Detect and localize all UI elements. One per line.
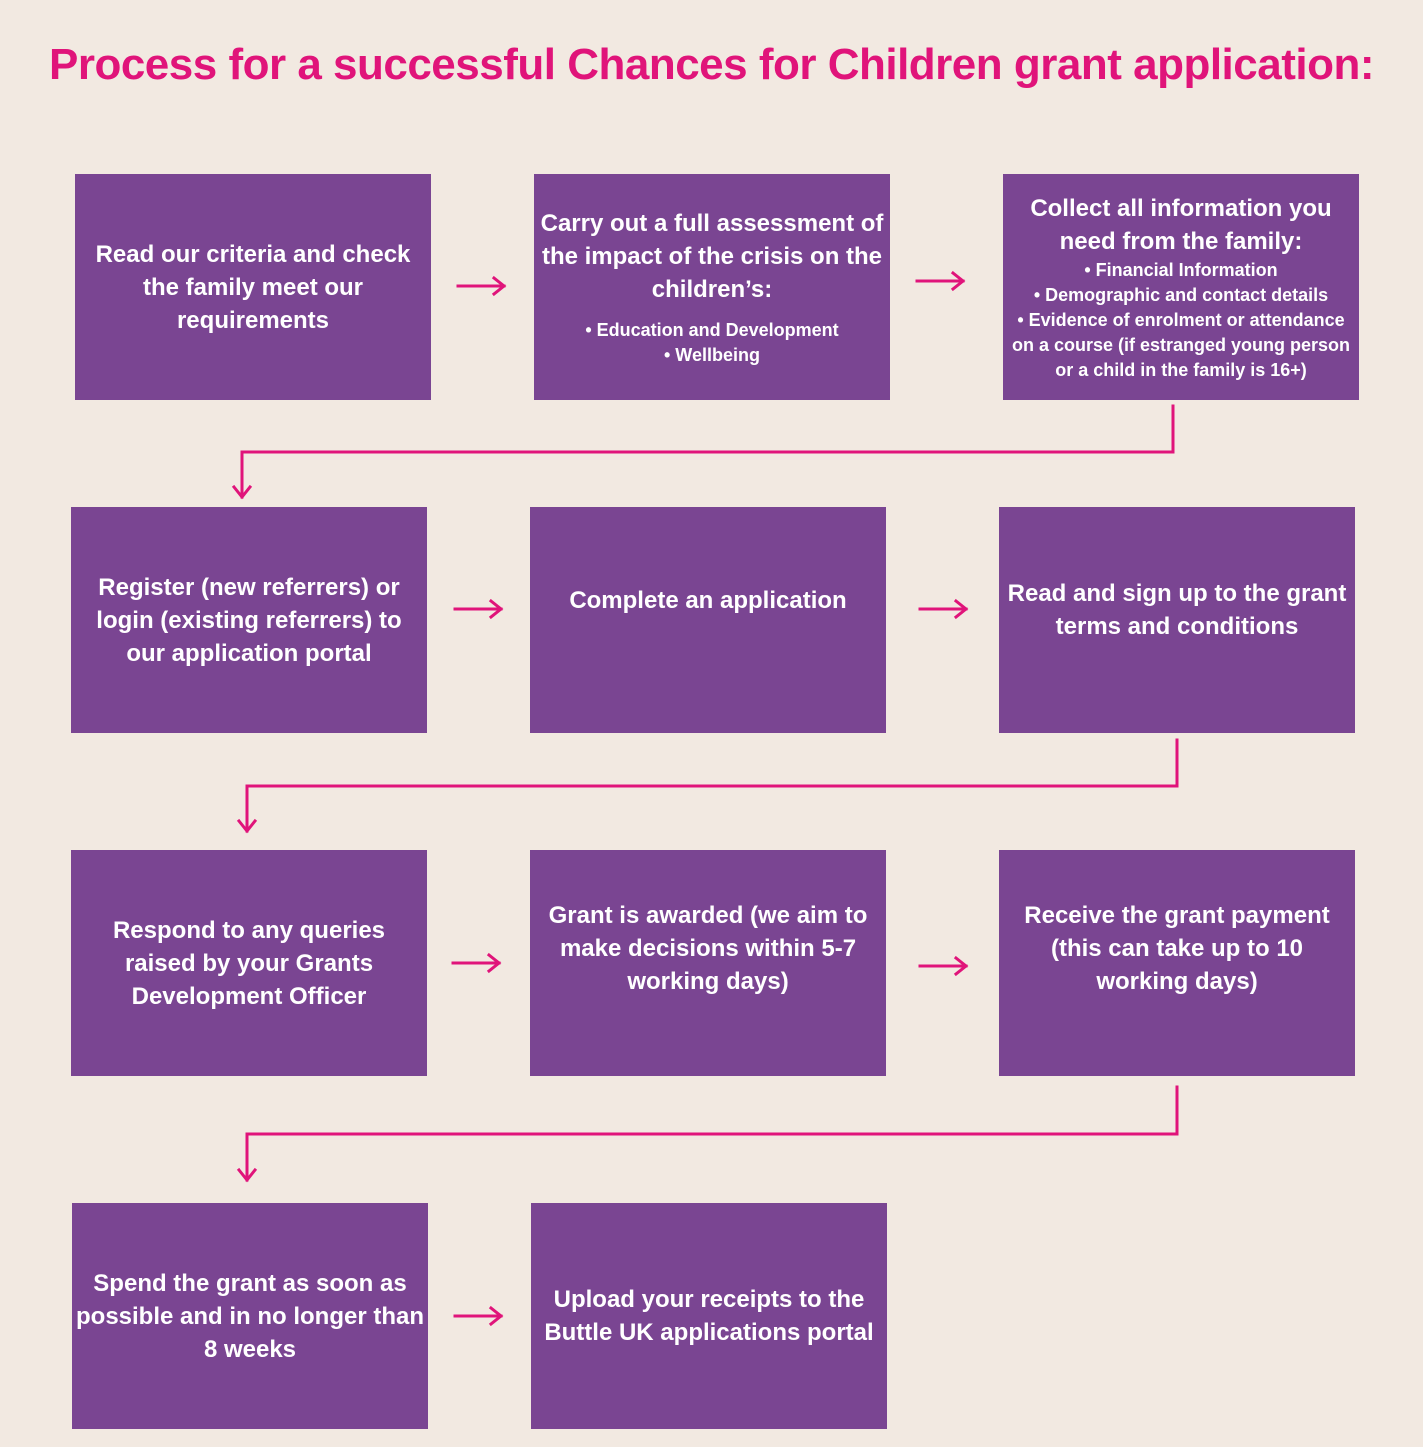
step-3-bullet: • Financial Information	[1084, 259, 1278, 280]
right-arrow-icon	[918, 955, 969, 977]
down-arrow-connector	[231, 404, 1175, 500]
step-2-text: Carry out a full assessment of the impac…	[540, 209, 884, 303]
right-arrow-icon	[915, 270, 966, 292]
step-9-text: Receive the grant payment (this can take…	[1024, 901, 1330, 995]
step-4-text: Register (new referrers) or login (exist…	[96, 573, 402, 667]
down-arrow-connector	[236, 1085, 1179, 1183]
step-8-text: Grant is awarded (we aim to make decisio…	[548, 901, 868, 995]
step-10-box: Spend the grant as soon as possible and …	[72, 1203, 428, 1429]
step-5-box: Complete an application	[530, 507, 886, 733]
step-9-box: Receive the grant payment (this can take…	[999, 850, 1355, 1076]
right-arrow-icon	[456, 275, 507, 297]
step-3-box: Collect all information you need from th…	[1003, 174, 1359, 400]
step-6-text: Read and sign up to the grant terms and …	[1007, 580, 1347, 640]
step-2-bullet: • Education and Development	[585, 319, 839, 340]
step-6-box: Read and sign up to the grant terms and …	[999, 507, 1355, 733]
step-4-box: Register (new referrers) or login (exist…	[71, 507, 427, 733]
step-1-text: Read our criteria and check the family m…	[95, 240, 411, 334]
step-3-bullet: • Demographic and contact details	[1033, 284, 1329, 305]
page-title: Process for a successful Chances for Chi…	[48, 40, 1375, 89]
step-1-box: Read our criteria and check the family m…	[75, 174, 431, 400]
right-arrow-icon	[453, 598, 504, 620]
step-2-box: Carry out a full assessment of the impac…	[534, 174, 890, 400]
right-arrow-icon	[451, 952, 502, 974]
step-10-text: Spend the grant as soon as possible and …	[76, 1269, 425, 1363]
step-3-text: Collect all information you need from th…	[1030, 194, 1332, 255]
step-7-text: Respond to any queries raised by your Gr…	[112, 916, 386, 1010]
step-11-box: Upload your receipts to the Buttle UK ap…	[531, 1203, 887, 1429]
step-7-box: Respond to any queries raised by your Gr…	[71, 850, 427, 1076]
right-arrow-icon	[453, 1305, 504, 1327]
step-8-box: Grant is awarded (we aim to make decisio…	[530, 850, 886, 1076]
step-11-text: Upload your receipts to the Buttle UK ap…	[544, 1286, 874, 1346]
step-2-bullet: • Wellbeing	[664, 344, 760, 365]
right-arrow-icon	[918, 598, 969, 620]
step-5-text: Complete an application	[569, 586, 847, 614]
step-3-bullet: • Evidence of enrolment or attendance on…	[1011, 309, 1351, 380]
down-arrow-connector	[236, 738, 1179, 834]
